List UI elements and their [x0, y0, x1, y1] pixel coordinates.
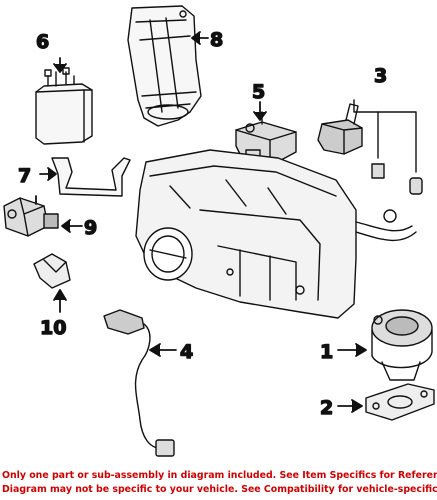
callout-arrows: [35, 31, 367, 413]
bracket-part: [51, 157, 131, 197]
egr-gasket-part: [365, 383, 435, 421]
disclaimer-line-1: Only one part or sub-assembly in diagram…: [2, 470, 437, 481]
callout-1: 1: [320, 341, 333, 363]
exploded-parts-diagram: 6 8 5 3 7 9 10 4 1 2: [3, 5, 435, 457]
disclaimer-note: Only one part or sub-assembly in diagram…: [0, 469, 437, 500]
intake-manifold: [135, 149, 417, 319]
callout-8: 8: [210, 29, 223, 51]
oxygen-sensor-part: [103, 309, 175, 457]
callout-3: 3: [374, 65, 387, 87]
solenoid-valve-part: [317, 99, 423, 195]
heat-shield-part: [127, 5, 202, 127]
vapor-canister-part: [35, 67, 93, 145]
callout-10: 10: [40, 317, 66, 339]
egr-valve-part: [371, 309, 433, 381]
callout-2: 2: [320, 397, 333, 419]
callout-7: 7: [18, 165, 31, 187]
ignition-coil-part: [3, 197, 59, 237]
callout-5: 5: [252, 81, 265, 103]
callout-4: 4: [180, 341, 193, 363]
small-bracket-part: [33, 253, 71, 289]
callout-9: 9: [84, 217, 97, 239]
disclaimer-line-2: Diagram may not be specific to your vehi…: [2, 483, 437, 495]
callout-6: 6: [36, 31, 49, 53]
